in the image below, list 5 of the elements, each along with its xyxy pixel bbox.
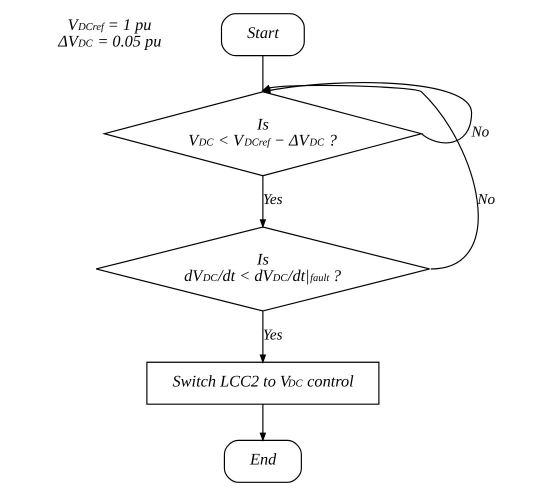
label: VDCref = 1 pu bbox=[67, 14, 151, 34]
edge-label: Yes bbox=[262, 190, 282, 208]
edge-label: No bbox=[471, 123, 489, 140]
edge-label: No bbox=[476, 190, 495, 208]
edge-label: Yes bbox=[262, 326, 282, 343]
